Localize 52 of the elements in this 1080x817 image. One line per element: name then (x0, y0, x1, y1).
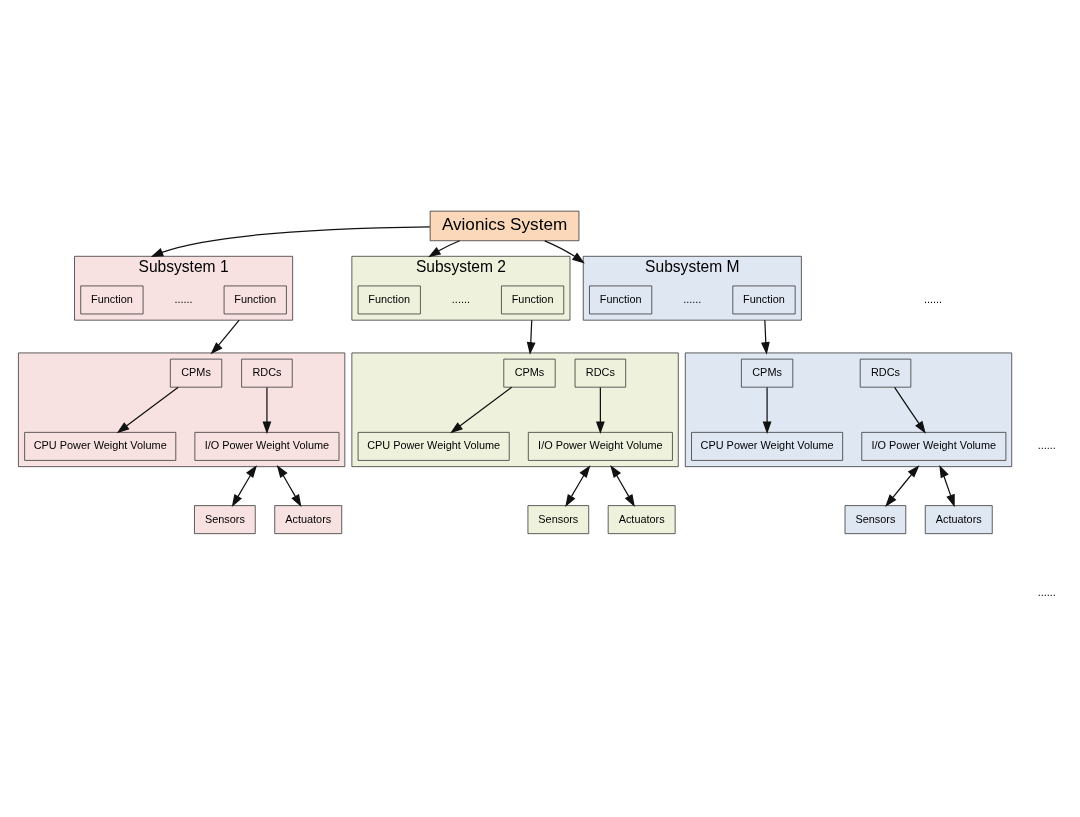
label: ...... (683, 292, 702, 305)
arrow (610, 464, 635, 507)
node-box: CPU Power Weight Volume (24, 431, 177, 461)
node-box: Sensors (194, 504, 256, 534)
arrow (760, 319, 770, 355)
arrow (544, 239, 585, 263)
arrow (428, 239, 461, 257)
arrow (450, 386, 513, 433)
node-box: Function (589, 285, 653, 314)
arrow (565, 464, 591, 507)
arrow (939, 464, 955, 507)
node-box: CPU Power Weight Volume (357, 431, 510, 461)
node-box: CPMs (741, 358, 794, 388)
node-box: I/O Power Weight Volume (861, 431, 1007, 461)
node-box: I/O Power Weight Volume (527, 431, 673, 461)
node-box: CPMs (503, 358, 556, 388)
node-box: Sensors (527, 504, 590, 534)
arrow (893, 386, 926, 434)
node-box: Sensors (844, 504, 907, 534)
cluster (351, 352, 679, 467)
node-box: Actuators (924, 504, 993, 534)
node-box: Function (223, 285, 287, 314)
arrow (116, 386, 179, 433)
arrow (762, 386, 772, 434)
node-box: RDCs (241, 358, 293, 388)
label: ...... (174, 292, 193, 305)
node-box: CPU Power Weight Volume (691, 431, 844, 461)
cluster (18, 352, 346, 467)
node-box: RDCs (859, 358, 912, 388)
node-box: I/O Power Weight Volume (194, 431, 340, 461)
label: ...... (1037, 585, 1056, 598)
arrow (262, 386, 272, 434)
label: ...... (451, 292, 470, 305)
arrow (231, 464, 257, 507)
node-box: Function (501, 285, 565, 314)
node-box: Avionics System (429, 210, 580, 241)
arrow (150, 225, 431, 257)
node-box: Actuators (607, 504, 676, 534)
arrow (526, 319, 536, 355)
label: ...... (1037, 438, 1056, 451)
cluster (684, 352, 1013, 467)
arrow (885, 464, 920, 507)
label: ...... (923, 292, 943, 305)
node-box: Function (732, 285, 796, 314)
arrow (595, 386, 605, 434)
node-box: RDCs (574, 358, 627, 388)
node-box: CPMs (169, 358, 223, 388)
arrow (276, 464, 302, 507)
node-box: Function (357, 285, 421, 314)
node-box: Actuators (274, 504, 343, 534)
arrow (210, 319, 240, 354)
node-box: Function (80, 285, 144, 314)
